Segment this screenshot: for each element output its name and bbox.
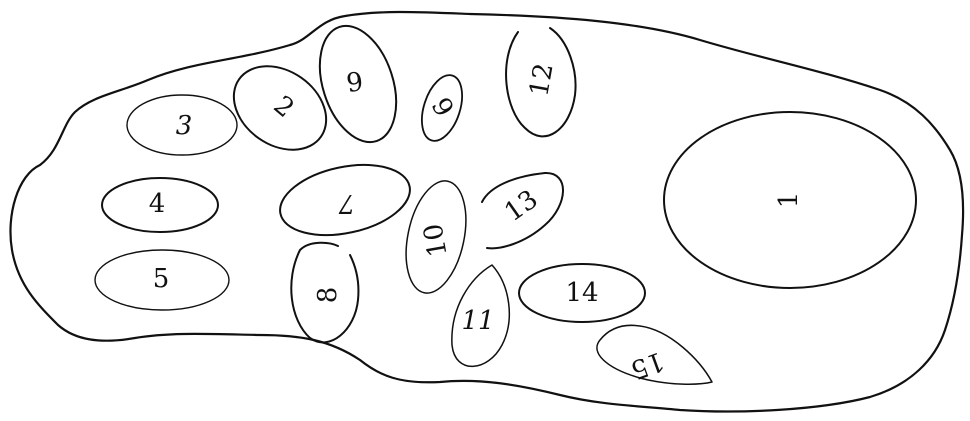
region-9b-label: 9	[425, 93, 459, 122]
region-14-label: 14	[565, 278, 598, 308]
region-7-label: 7	[338, 188, 355, 218]
region-11-label: 11	[461, 306, 494, 336]
region-3-label: 3	[176, 111, 193, 141]
region-1-label: 1	[774, 192, 804, 209]
region-5-label: 5	[153, 264, 170, 294]
region-9a-label: 9	[345, 67, 366, 99]
region-2-label: 2	[268, 90, 300, 124]
region-4-label: 4	[149, 189, 166, 219]
region-13-label: 13	[499, 184, 543, 228]
region-10-label: 10	[418, 221, 453, 259]
region-8-label: 8	[313, 287, 343, 304]
region-12-label: 12	[524, 61, 559, 99]
region-15-label: 15	[627, 345, 668, 385]
